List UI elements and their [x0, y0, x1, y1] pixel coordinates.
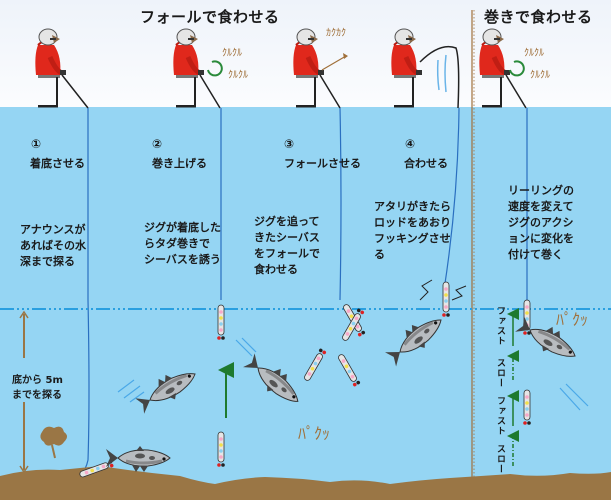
step-1-description: アナウンスが あればその水 深まで探る [20, 223, 86, 268]
step-4-label: 合わせる [404, 157, 448, 170]
speed-label-fast-2: ファスト [495, 396, 505, 436]
speed-label-slow-2: スロー [495, 444, 505, 474]
sfx-twitch: ｶｸｶｸ [326, 28, 346, 39]
step-1-label: 着底させる [30, 157, 85, 170]
step-4-description: アタリがきたら ロッドをあおり フッキングさせ る [374, 200, 451, 261]
reel-section-description: リーリングの 速度を変えて ジグのアクシ ョンに変化を 付けて巻く [508, 184, 574, 261]
step-4-number: ④ [405, 137, 416, 151]
sfx-bite-1: ﾊﾟｸｯ [298, 424, 331, 443]
step-1-number: ① [31, 137, 42, 151]
step-2-label: 巻き上げる [152, 157, 207, 170]
speed-label-fast-1: ファスト [495, 306, 505, 346]
sfx-bite-2: ﾊﾟｸｯ [556, 310, 589, 329]
step-3-number: ③ [284, 137, 295, 151]
sfx-reel-4: ｸﾙｸﾙ [530, 70, 550, 81]
sfx-reel-2: ｸﾙｸﾙ [228, 70, 248, 81]
depth-note: 底から 5m までを探る [12, 375, 63, 401]
title-reel-section: 巻きで食わせる [484, 8, 593, 26]
speed-label-slow-1: スロー [495, 358, 505, 388]
sfx-reel-3: ｸﾙｸﾙ [524, 48, 544, 59]
step-3-label: フォールさせる [284, 157, 361, 170]
sfx-reel-1: ｸﾙｸﾙ [222, 48, 242, 59]
step-2-number: ② [152, 137, 163, 151]
title-fall-section: フォールで食わせる [140, 8, 280, 26]
step-2-description: ジグが着底した らタダ巻きで シーバスを誘う [144, 221, 221, 266]
step-3-description: ジグを追って きたシーバス をフォールで 食わせる [254, 215, 320, 276]
